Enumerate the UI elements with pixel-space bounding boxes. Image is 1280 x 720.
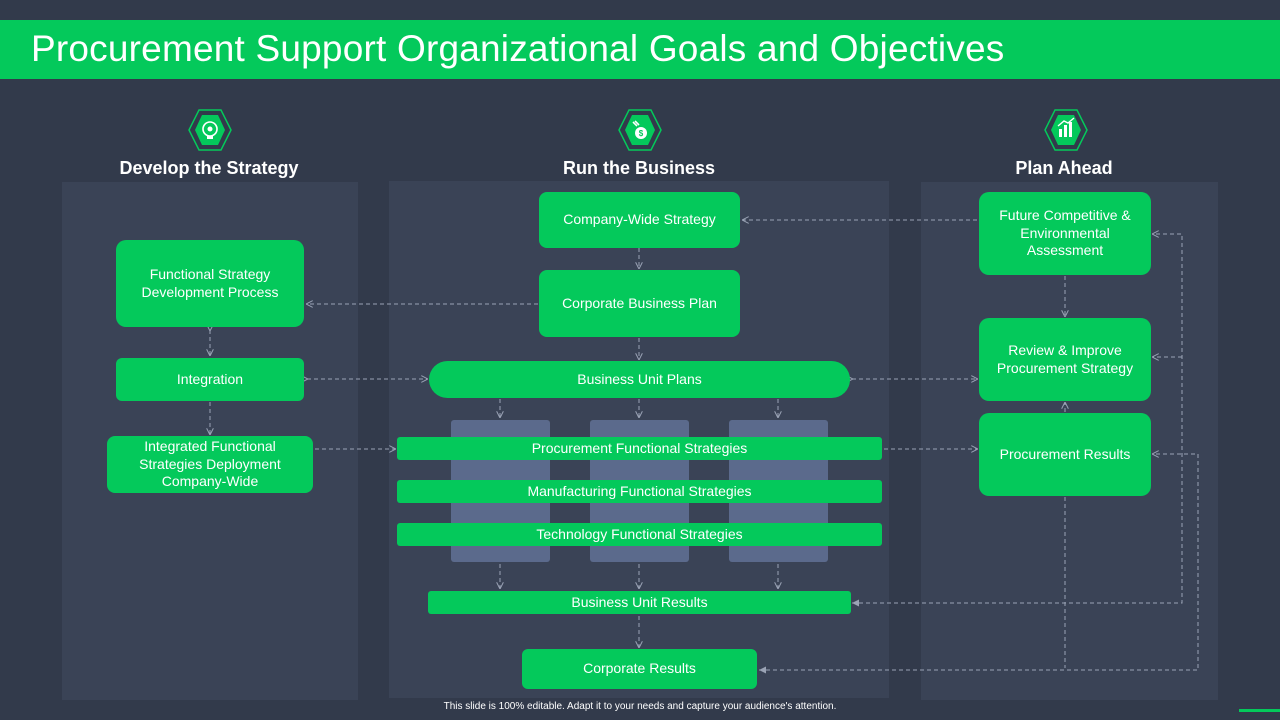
svg-text:$: $ — [639, 129, 644, 138]
future-assessment-box: Future Competitive & Environmental Asses… — [979, 192, 1151, 275]
business-unit-plans-box: Business Unit Plans — [429, 361, 850, 398]
accent-line — [1239, 709, 1280, 712]
corporate-results-box: Corporate Results — [522, 649, 757, 689]
procurement-functional-bar: Procurement Functional Strategies — [397, 437, 882, 460]
procurement-results-box: Procurement Results — [979, 413, 1151, 496]
functional-strategy-box: Functional Strategy Development Process — [116, 240, 304, 327]
review-improve-box: Review & Improve Procurement Strategy — [979, 318, 1151, 401]
technology-functional-bar: Technology Functional Strategies — [397, 523, 882, 546]
money-bag-icon: $ — [618, 109, 662, 151]
growth-chart-icon — [1044, 109, 1088, 151]
company-wide-strategy-box: Company-Wide Strategy — [539, 192, 740, 248]
plan-heading: Plan Ahead — [1015, 158, 1113, 178]
run-heading: Run the Business — [562, 158, 716, 178]
business-unit-results-bar: Business Unit Results — [428, 591, 851, 614]
manufacturing-functional-bar: Manufacturing Functional Strategies — [397, 480, 882, 503]
title-bar: Procurement Support Organizational Goals… — [0, 20, 1280, 79]
develop-heading: Develop the Strategy — [119, 158, 299, 178]
integration-box: Integration — [116, 358, 304, 401]
deployment-box: Integrated Functional Strategies Deploym… — [107, 436, 313, 493]
footer-note: This slide is 100% editable. Adapt it to… — [443, 701, 837, 712]
brain-gear-icon — [188, 109, 232, 151]
page-title: Procurement Support Organizational Goals… — [31, 28, 1005, 69]
corporate-business-plan-box: Corporate Business Plan — [539, 270, 740, 337]
